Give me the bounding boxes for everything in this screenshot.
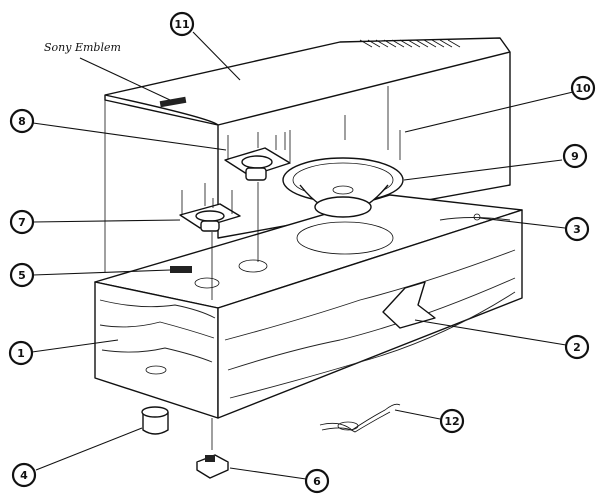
speaker-cord xyxy=(319,403,401,433)
emblem-label: Sony Emblem xyxy=(44,41,121,54)
callout-label: 5 xyxy=(18,269,26,282)
callout-label: 9 xyxy=(571,150,579,163)
handle-recess xyxy=(382,281,436,329)
callout-6: 6 xyxy=(304,468,330,494)
callout-label: 1 xyxy=(17,347,25,360)
cabinet xyxy=(94,194,523,419)
tweeter-upper xyxy=(224,130,291,181)
callout-label: 8 xyxy=(18,115,26,128)
leader-lines xyxy=(31,31,574,480)
callout-9: 9 xyxy=(562,143,588,169)
callout-8: 8 xyxy=(9,108,35,134)
callout-11: 11 xyxy=(169,11,195,37)
callout-label: 11 xyxy=(174,18,189,31)
callout-label: 4 xyxy=(20,469,28,482)
tweeter-lower xyxy=(179,183,241,232)
callout-10: 10 xyxy=(570,75,596,101)
woofer xyxy=(282,115,404,218)
speaker-cover xyxy=(104,37,511,272)
callout-label: 10 xyxy=(575,82,591,95)
callout-label: 6 xyxy=(313,475,321,488)
callout-label: 3 xyxy=(573,223,581,236)
clip xyxy=(196,454,229,479)
callout-4: 4 xyxy=(11,462,37,488)
callout-label: 12 xyxy=(444,415,459,428)
callout-1: 1 xyxy=(8,340,34,366)
callout-3: 3 xyxy=(564,216,590,242)
sony-emblem xyxy=(159,96,187,108)
callout-7: 7 xyxy=(9,209,35,235)
cover-grille xyxy=(359,39,461,48)
callout-2: 2 xyxy=(564,334,590,360)
callout-label: 2 xyxy=(573,341,581,354)
callout-12: 12 xyxy=(439,408,465,434)
terminal-plate xyxy=(170,266,192,273)
foot xyxy=(141,406,169,435)
callout-label: 7 xyxy=(18,216,26,229)
callout-5: 5 xyxy=(9,262,35,288)
